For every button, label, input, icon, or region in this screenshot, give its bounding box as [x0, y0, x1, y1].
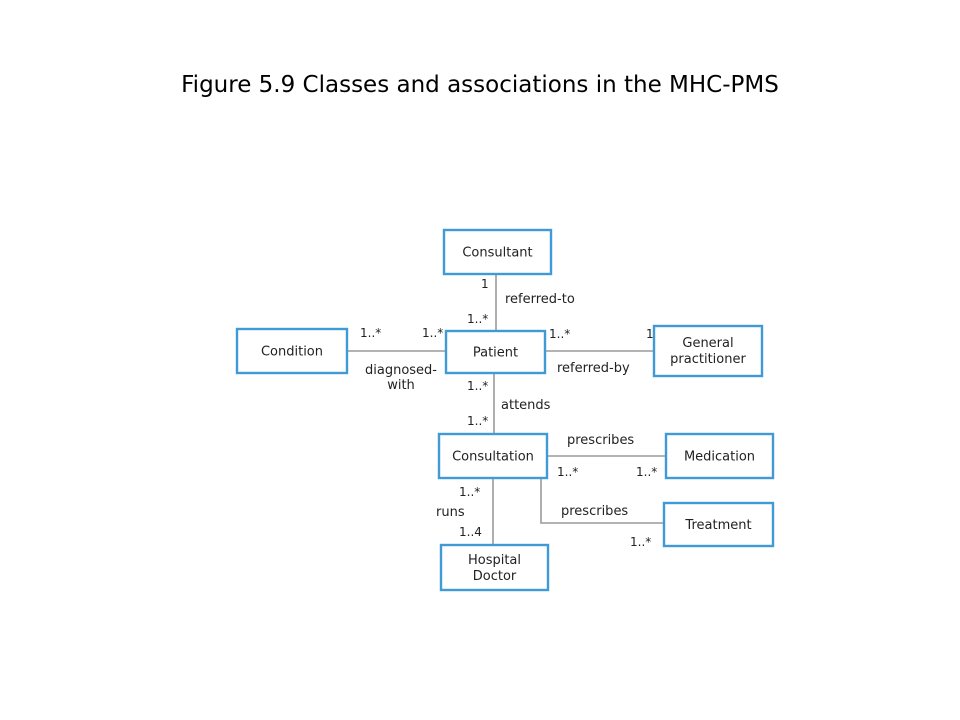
mult-runs-doctor: 1..4: [459, 525, 482, 539]
class-consultation: Consultation: [437, 432, 549, 480]
label-condition: Condition: [261, 345, 323, 360]
mult-prescribes-medication-medication: 1..*: [636, 465, 657, 479]
association-labels: referred-to diagnosed- with referred-by …: [365, 292, 634, 520]
mult-prescribes-medication-consultation: 1..*: [557, 465, 578, 479]
class-consultant: Consultant: [442, 228, 553, 276]
box-consultant: [442, 228, 553, 276]
label-general-practitioner-line2: practitioner: [670, 352, 746, 367]
label-patient: Patient: [473, 346, 518, 361]
assoc-label-diagnosed-with-line2: with: [387, 378, 415, 393]
mult-prescribes-treatment-treatment: 1..*: [630, 535, 651, 549]
box-medication: [664, 432, 775, 480]
class-general-practitioner: General practitioner: [652, 324, 764, 378]
label-consultation: Consultation: [452, 450, 534, 465]
class-medication: Medication: [664, 432, 775, 480]
mult-referred-to-consultant: 1: [481, 277, 489, 291]
assoc-label-prescribes-treatment: prescribes: [561, 504, 628, 519]
slide-title: Figure 5.9 Classes and associations in t…: [181, 72, 779, 98]
box-treatment: [662, 501, 775, 548]
assoc-label-prescribes-medication: prescribes: [567, 433, 634, 448]
label-general-practitioner-line1: General: [682, 336, 733, 351]
assoc-label-runs: runs: [436, 505, 465, 520]
assoc-label-referred-to: referred-to: [505, 292, 575, 307]
mult-referred-by-gp: 1: [646, 327, 654, 341]
assoc-label-attends: attends: [501, 398, 551, 413]
label-medication: Medication: [684, 450, 755, 465]
box-general-practitioner: [652, 324, 764, 378]
box-condition: [235, 327, 349, 375]
mult-referred-to-patient: 1..*: [467, 312, 488, 326]
label-treatment: Treatment: [684, 518, 751, 533]
mult-attends-patient: 1..*: [467, 379, 488, 393]
box-hospital-doctor: [439, 543, 550, 592]
class-treatment: Treatment: [662, 501, 775, 548]
class-condition: Condition: [235, 327, 349, 375]
mult-diagnosed-with-condition: 1..*: [360, 326, 381, 340]
box-consultation: [437, 432, 549, 480]
mult-attends-consultation: 1..*: [467, 414, 488, 428]
label-consultant: Consultant: [462, 246, 532, 261]
mult-runs-consultation: 1..*: [459, 485, 480, 499]
label-hospital-doctor-line1: Hospital: [468, 553, 521, 568]
box-patient: [444, 329, 547, 375]
mult-referred-by-patient: 1..*: [549, 327, 570, 341]
association-lines: [347, 274, 666, 545]
line-prescribes-treatment: [540, 478, 664, 524]
class-hospital-doctor: Hospital Doctor: [439, 543, 550, 592]
class-patient: Patient: [444, 329, 547, 375]
mult-diagnosed-with-patient: 1..*: [422, 326, 443, 340]
assoc-label-diagnosed-with-line1: diagnosed-: [365, 363, 437, 378]
assoc-label-referred-by: referred-by: [557, 361, 630, 376]
label-hospital-doctor-line2: Doctor: [473, 569, 517, 584]
multiplicity-labels: 1 1..* 1..* 1..* 1..* 1 1..* 1..* 1..* 1…: [360, 277, 657, 549]
